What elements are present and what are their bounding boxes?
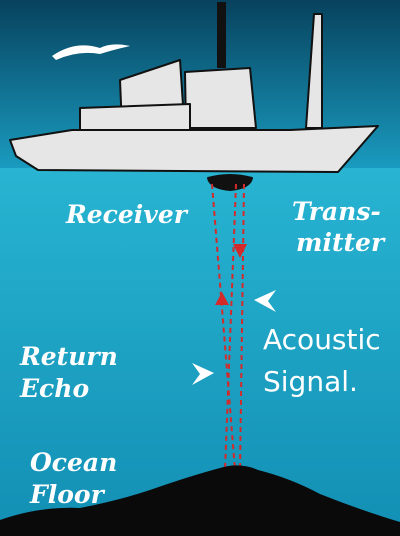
return-echo-label-line2: Echo — [20, 374, 90, 403]
ship-icon — [9, 2, 379, 191]
acoustic-signal-path — [211, 183, 245, 471]
echo-up-arrowhead — [215, 292, 229, 305]
arrow-right-icon — [192, 363, 214, 385]
ocean-floor-label-line1: Ocean — [30, 448, 118, 477]
ocean-floor-label-line2: Floor — [30, 480, 104, 509]
return-echo-label-line1: Return — [20, 342, 118, 371]
ocean-floor — [0, 465, 400, 536]
arrow-left-icon — [254, 290, 276, 312]
acoustic-signal-label-line1: Acoustic — [263, 323, 381, 356]
signal-down-arrowhead — [233, 244, 247, 258]
acoustic-signal-label-line2: Signal. — [263, 365, 358, 398]
bird-icon — [52, 44, 130, 60]
transmitter-label-line1: Trans- — [292, 197, 381, 226]
receiver-label: Receiver — [66, 200, 187, 229]
transmitter-label-line2: mitter — [296, 228, 385, 257]
